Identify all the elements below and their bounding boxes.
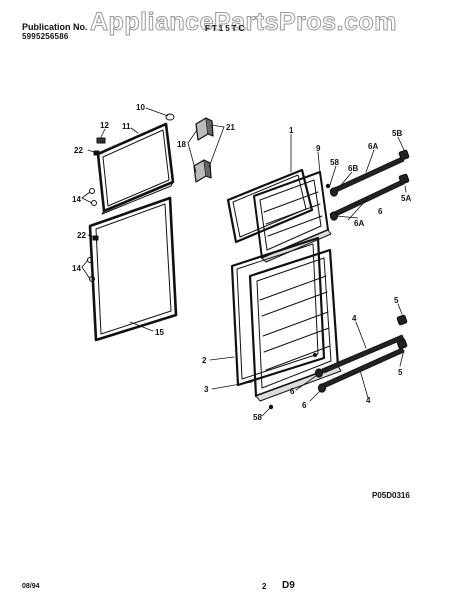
hinge-assembly: [193, 117, 214, 183]
callout-6A-lower: 6A: [354, 219, 364, 228]
callout-1: 1: [289, 126, 294, 135]
page-number: 2: [262, 582, 267, 591]
leader-lines: [81, 107, 407, 417]
callout-18: 18: [177, 140, 186, 149]
publication-label: Publication No.: [22, 22, 88, 32]
callout-5A: 5A: [401, 194, 411, 203]
callout-3: 3: [204, 385, 209, 394]
model-code: FT15TC: [205, 24, 247, 33]
fresh-food-door-gasket: [88, 196, 178, 342]
callout-14-lower: 14: [72, 264, 81, 273]
small-parts: [87, 113, 175, 282]
publication-number: 5995256586: [22, 32, 69, 41]
callout-22-lower: 22: [77, 231, 86, 240]
callout-58-upper: 58: [330, 158, 339, 167]
callout-10: 10: [136, 103, 145, 112]
fresh-food-door-panel: [230, 236, 326, 387]
callout-5: 5: [394, 296, 399, 305]
freezer-door-panel: [226, 168, 314, 244]
callout-9: 9: [316, 144, 321, 153]
callout-6-bottom: 6: [302, 401, 307, 410]
callout-5B: 5B: [392, 129, 402, 138]
callout-6B: 6B: [348, 164, 358, 173]
callout-21: 21: [226, 123, 235, 132]
callout-12: 12: [100, 121, 109, 130]
watermark-text: AppliancePartsPros.com: [90, 8, 397, 37]
callout-6A-upper: 6A: [368, 142, 378, 151]
figure-id: P05D0316: [372, 491, 410, 500]
callout-6: 6: [378, 207, 383, 216]
callout-2: 2: [202, 356, 207, 365]
fresh-food-door-handles: [268, 314, 408, 410]
freezer-door-gasket: [96, 122, 175, 215]
callout-4: 4: [352, 314, 357, 323]
callout-5-lower: 5: [398, 368, 403, 377]
callout-labels: 10 12 11 22 14 22 14 15 18 21 1 9 58 6B …: [72, 103, 411, 422]
callout-22: 22: [74, 146, 83, 155]
callout-6-lower: 6: [290, 387, 295, 396]
section-code: D9: [282, 580, 295, 591]
callout-14: 14: [72, 195, 81, 204]
fresh-food-door-liner: [248, 248, 342, 402]
publication-date: 08/94: [22, 583, 40, 590]
callout-58-lower: 58: [253, 413, 262, 422]
callout-4-lower: 4: [366, 396, 371, 405]
callout-15: 15: [155, 328, 164, 337]
callout-11: 11: [122, 122, 131, 131]
